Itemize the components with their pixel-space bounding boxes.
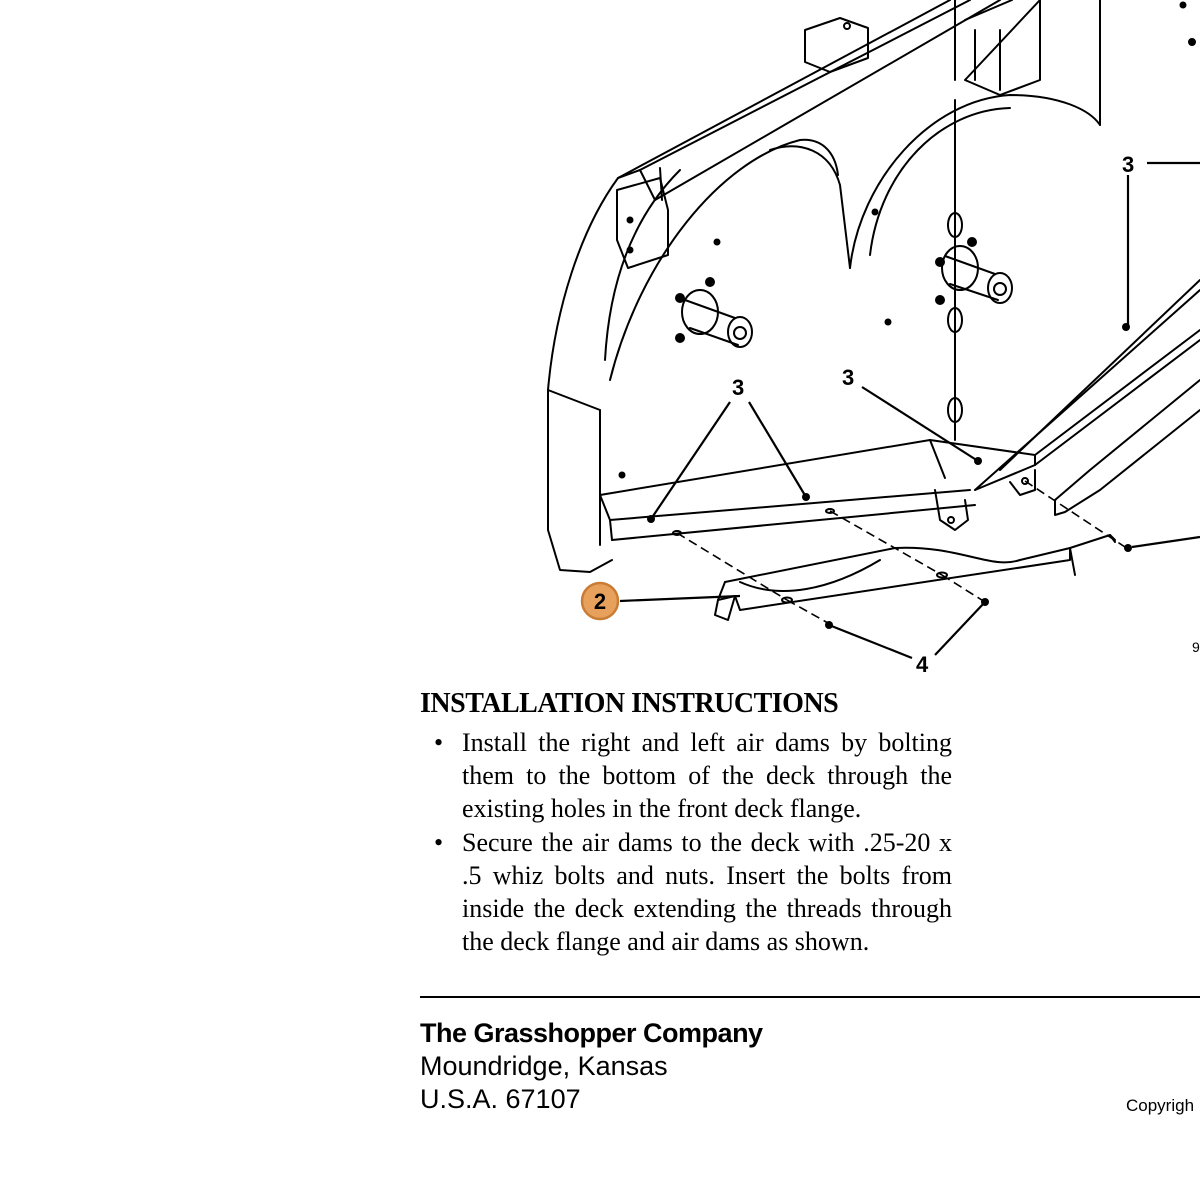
alignment-lines xyxy=(676,480,1126,624)
instruction-text: Secure the air dams to the deck with .25… xyxy=(462,827,952,957)
edge-fragment-label: 9 xyxy=(1192,639,1200,655)
callout-3-top-right: 3 xyxy=(1122,152,1134,177)
callout-2: 2 xyxy=(594,589,606,614)
company-name: The Grasshopper Company xyxy=(420,1018,763,1048)
bullet-icon: • xyxy=(434,827,444,857)
company-city: Moundridge, Kansas xyxy=(420,1051,668,1081)
air-dam-installation-diagram: 3 3 3 4 9 2 xyxy=(547,0,1200,677)
installation-instructions: INSTALLATION INSTRUCTIONS • Install the … xyxy=(420,686,952,958)
copyright-text: Copyrigh xyxy=(1126,1096,1195,1115)
callout-3-middle: 3 xyxy=(842,365,854,390)
callout-4: 4 xyxy=(916,652,929,677)
company-country-zip: U.S.A. 67107 xyxy=(420,1084,581,1114)
mower-deck-drawing xyxy=(547,0,1200,621)
company-block: The Grasshopper Company Moundridge, Kans… xyxy=(420,1016,763,1116)
divider xyxy=(420,996,1200,998)
callout-3-left: 3 xyxy=(732,375,744,400)
list-item: • Install the right and left air dams by… xyxy=(420,726,952,826)
bullet-icon: • xyxy=(434,728,444,757)
instruction-text: Install the right and left air dams by b… xyxy=(462,728,952,824)
instructions-list: • Install the right and left air dams by… xyxy=(420,726,952,958)
list-item: • Secure the air dams to the deck with .… xyxy=(420,826,952,959)
callout-2-highlight: 2 xyxy=(580,581,620,621)
leader-lines xyxy=(619,161,1200,660)
instructions-heading: INSTALLATION INSTRUCTIONS xyxy=(420,688,839,719)
